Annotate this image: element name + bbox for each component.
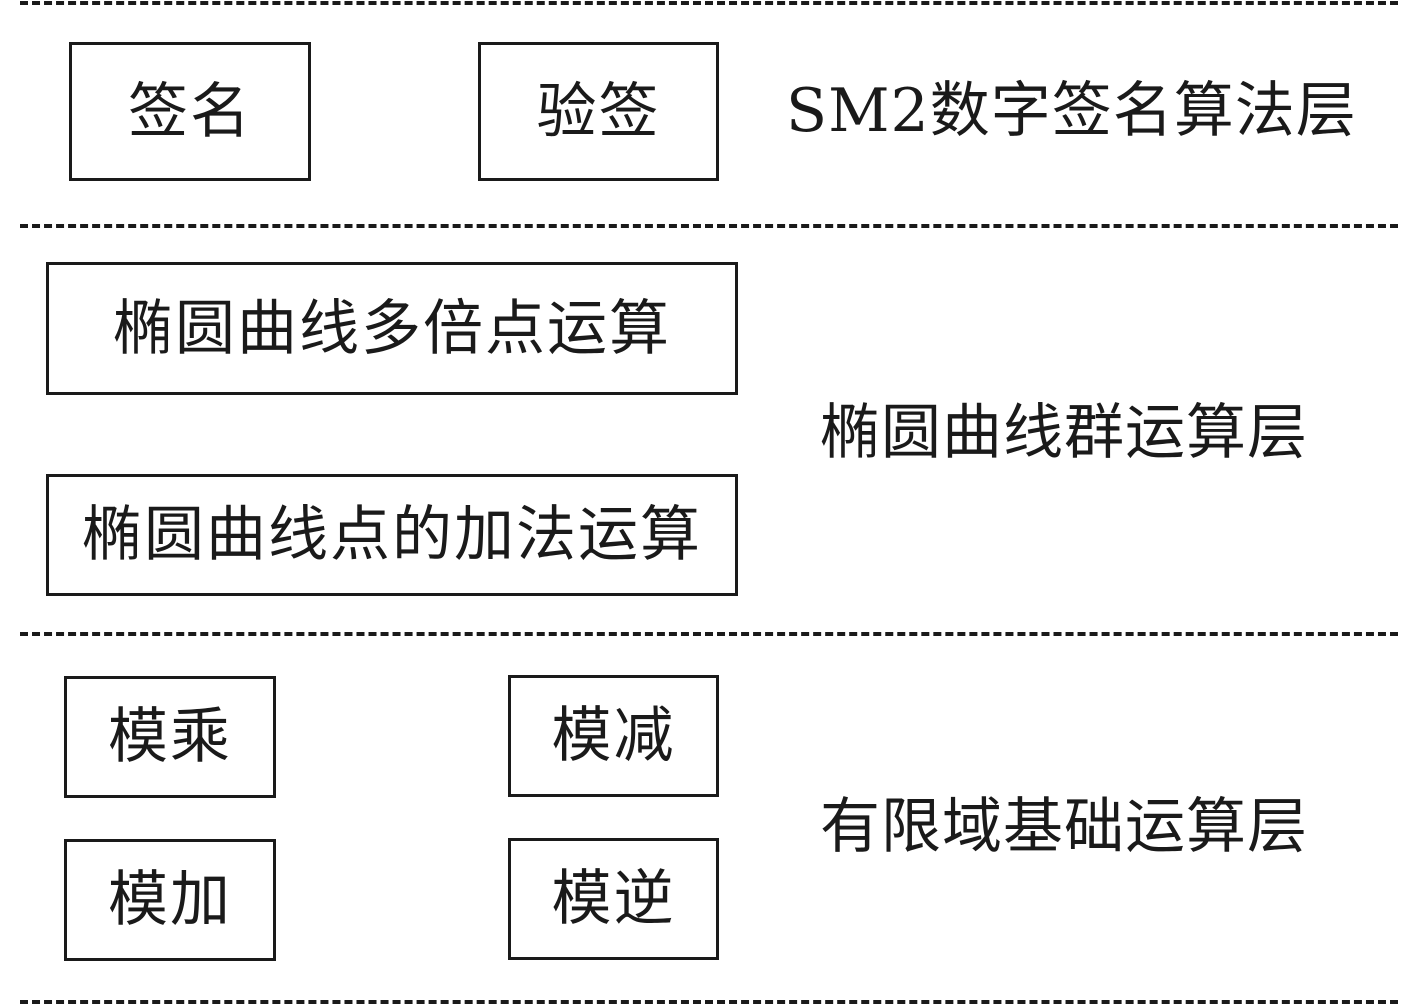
mod-inv-box: 模逆 xyxy=(508,838,719,960)
verify-box: 验签 xyxy=(478,42,719,181)
mod-add-box: 模加 xyxy=(64,839,276,961)
mod-mul-box: 模乘 xyxy=(64,676,276,798)
divider-top xyxy=(20,1,1398,5)
mod-sub-box: 模减 xyxy=(508,675,719,797)
scalar-mult-box: 椭圆曲线多倍点运算 xyxy=(46,262,738,395)
point-add-box: 椭圆曲线点的加法运算 xyxy=(46,474,738,596)
divider-bottom xyxy=(20,1000,1398,1004)
finite-field-layer-label: 有限域基础运算层 xyxy=(820,792,1308,862)
sign-box: 签名 xyxy=(69,42,311,181)
divider-signature-group xyxy=(20,224,1398,228)
signature-layer-label: SM2数字签名算法层 xyxy=(786,76,1357,146)
ec-group-layer-label: 椭圆曲线群运算层 xyxy=(820,398,1308,468)
divider-group-field xyxy=(20,632,1398,636)
